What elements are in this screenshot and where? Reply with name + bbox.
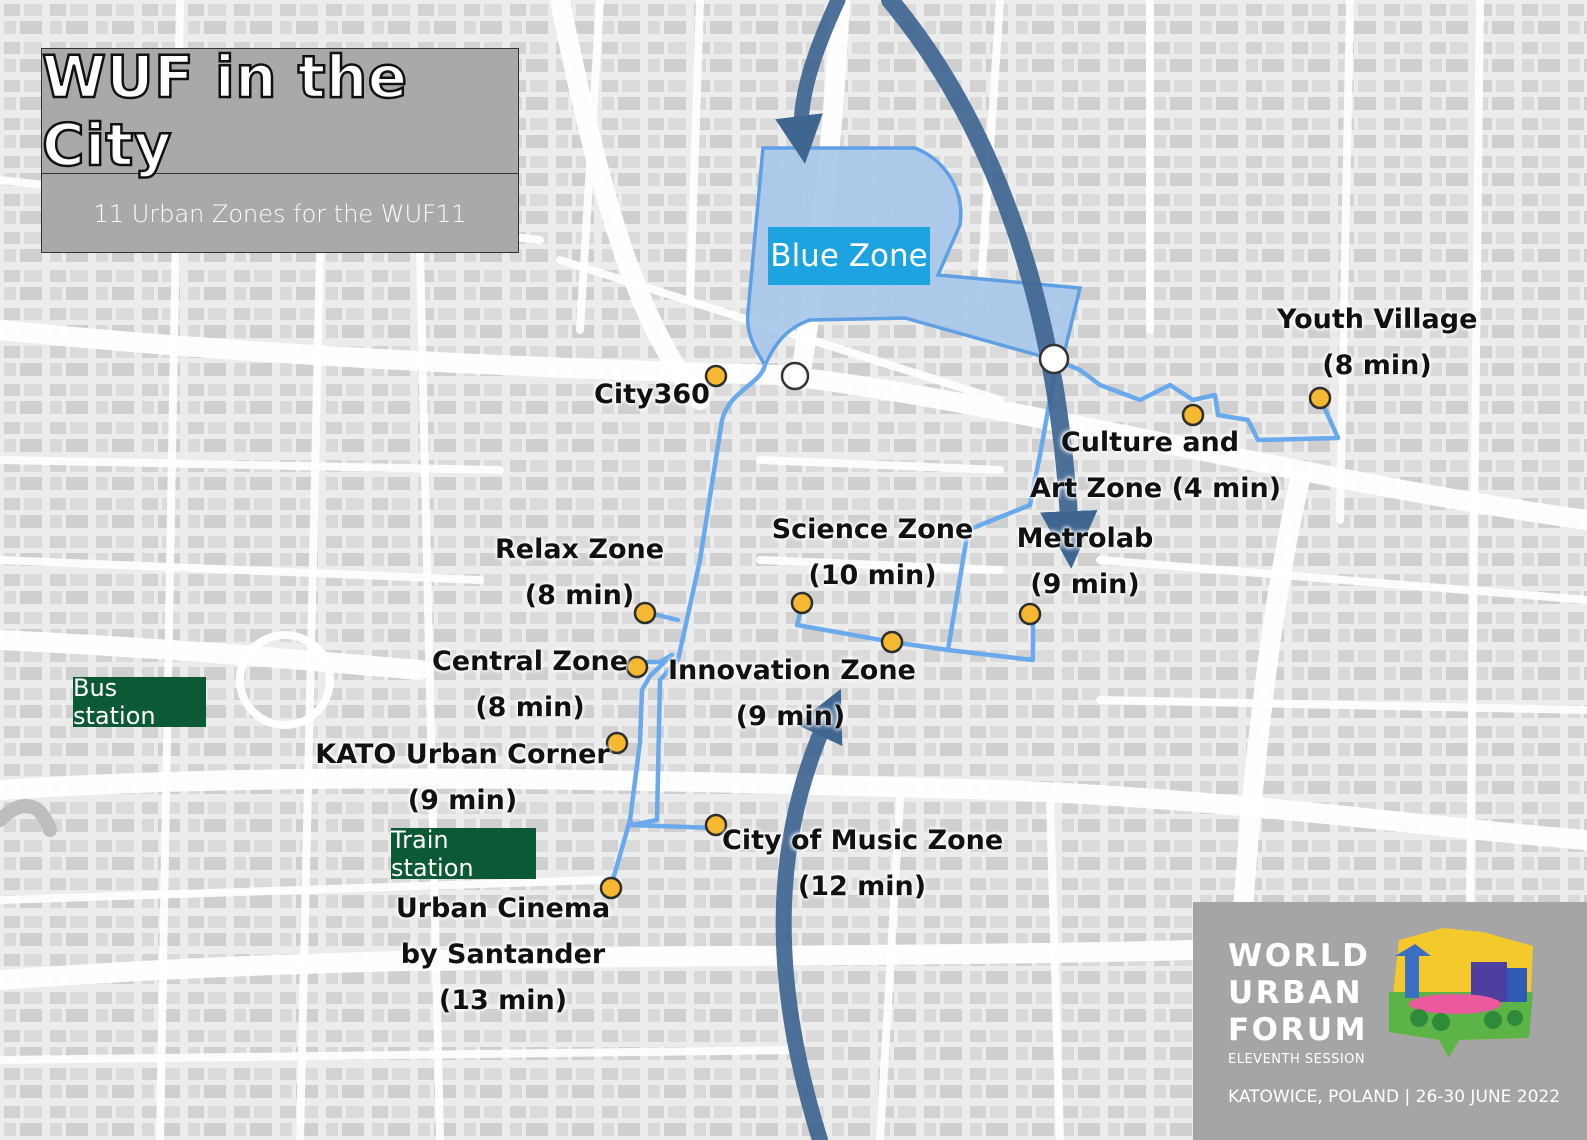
label-youth-village-line1: Youth Village (1277, 304, 1478, 335)
subtitle: 11 Urban Zones for the WUF11 (93, 199, 467, 228)
wuf-logo-line3: FORUM (1228, 1012, 1368, 1048)
label-urban-cinema-line1: Urban Cinema (395, 893, 611, 924)
marker-central[interactable] (625, 655, 649, 679)
label-culture-art-line2: Art Zone (4 min) (1030, 473, 1282, 504)
stop-city-center[interactable] (780, 361, 810, 391)
marker-science[interactable] (790, 591, 814, 615)
label-city360: City360 (594, 372, 710, 418)
marker-youth-village[interactable] (1308, 386, 1332, 410)
label-science-line1: Science Zone (771, 514, 974, 545)
label-city-of-music-line2: (12 min) (797, 871, 927, 902)
wuf-logo-line2: URBAN (1228, 975, 1364, 1011)
label-metrolab: Metrolab (9 min) (1015, 516, 1155, 608)
marker-culture-art[interactable] (1181, 403, 1205, 427)
marker-city-of-music[interactable] (704, 813, 728, 837)
blue-zone-label[interactable]: Blue Zone (768, 227, 930, 285)
label-central-line1: Central Zone (431, 646, 629, 677)
label-kato-line1: KATO Urban Corner (315, 739, 610, 770)
bus-station-tag[interactable]: Bus station (73, 674, 206, 730)
label-city-of-music-line1: City of Music Zone (722, 825, 1004, 856)
label-culture-art: Culture and Art Zone (4 min) (1030, 420, 1282, 512)
label-youth-village: Youth Village (8 min) (1277, 297, 1477, 389)
wuf-logo-panel: WORLD URBAN FORUM ELEVENTH SESSION KATOW… (1193, 902, 1587, 1140)
marker-kato[interactable] (605, 731, 629, 755)
label-city-of-music: City of Music Zone (12 min) (722, 818, 1004, 910)
title-box: WUF in the City 11 Urban Zones for the W… (41, 42, 519, 253)
label-science: Science Zone (10 min) (770, 507, 975, 599)
label-urban-cinema: Urban Cinema by Santander (13 min) (393, 886, 613, 1024)
wuf-logo-place: KATOWICE, POLAND | 26-30 JUNE 2022 (1228, 1087, 1561, 1107)
label-relax-line2: (8 min) (524, 580, 635, 611)
wuf-logo-line1: WORLD (1228, 938, 1371, 974)
marker-urban-cinema[interactable] (599, 876, 623, 900)
marker-relax[interactable] (633, 601, 657, 625)
wuf-logo-wordmark: WORLD URBAN FORUM (1228, 938, 1370, 1049)
marker-metrolab[interactable] (1018, 602, 1042, 626)
label-innovation: Innovation Zone (9 min) (668, 648, 916, 740)
label-kato-line2: (9 min) (407, 785, 518, 816)
arrow-northeast (881, 0, 1098, 569)
wuf-logo-session: ELEVENTH SESSION (1228, 1052, 1366, 1067)
title-header: WUF in the City (41, 42, 518, 180)
train-station-tag[interactable]: Train station (391, 826, 536, 882)
label-relax-line1: Relax Zone (494, 534, 665, 565)
label-city360-text: City360 (594, 379, 710, 410)
label-central-line2: (8 min) (475, 692, 585, 723)
arrow-north (775, 0, 846, 164)
label-culture-art-line1: Culture and (1060, 427, 1240, 458)
label-innovation-line2: (9 min) (735, 701, 846, 732)
page-title: WUF in the City (41, 42, 409, 181)
label-youth-village-line2: (8 min) (1322, 350, 1432, 381)
label-metrolab-line1: Metrolab (1016, 523, 1154, 554)
zone-markers (599, 364, 1332, 900)
label-urban-cinema-line3: (13 min) (438, 985, 568, 1016)
marker-innovation[interactable] (880, 630, 904, 654)
direction-arrows (775, 0, 1098, 1140)
label-relax: Relax Zone (8 min) (492, 527, 667, 619)
label-science-line2: (10 min) (808, 560, 937, 591)
label-metrolab-line2: (9 min) (1030, 569, 1140, 600)
wuf-logo-emblem-icon (1389, 928, 1533, 1058)
label-urban-cinema-line2: by Santander (400, 939, 606, 970)
stop-east[interactable] (1038, 343, 1070, 375)
arrow-south (775, 688, 843, 1140)
label-innovation-line1: Innovation Zone (668, 655, 916, 686)
label-central: Central Zone (8 min) (430, 639, 630, 731)
label-kato: KATO Urban Corner (9 min) (315, 732, 610, 824)
marker-city360[interactable] (704, 364, 728, 388)
